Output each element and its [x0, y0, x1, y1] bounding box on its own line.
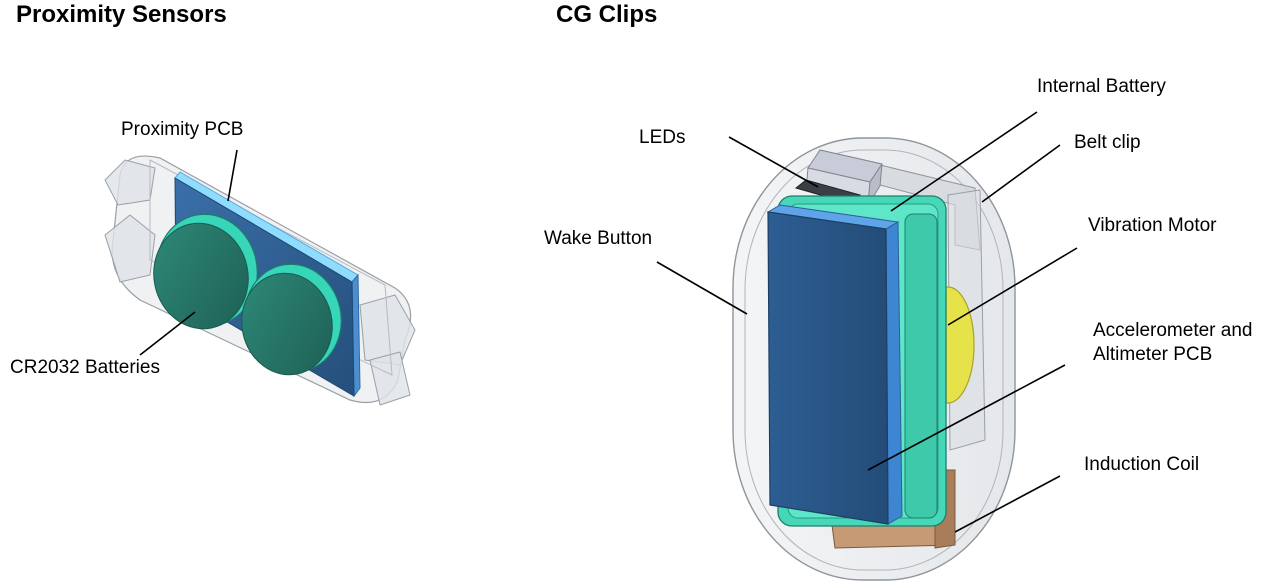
- leader-internal-battery: [890, 111, 1038, 212]
- proximity-sensor-assembly: [104, 149, 416, 406]
- leader-vibration-motor: [947, 247, 1078, 326]
- label-induction-coil: Induction Coil: [1084, 454, 1200, 475]
- cg-clips-title: CG Clips: [556, 1, 658, 28]
- leader-leds: [728, 136, 819, 188]
- label-vibration-motor: Vibration Motor: [1088, 215, 1217, 236]
- label-leds: LEDs: [639, 127, 686, 148]
- label-cr2032-batteries: CR2032 Batteries: [10, 357, 160, 378]
- label-accelerometer-line-2: Altimeter PCB: [1093, 344, 1213, 365]
- proximity-sensors-title: Proximity Sensors: [16, 1, 227, 28]
- label-accelerometer-line-1: Accelerometer and: [1093, 320, 1253, 341]
- leader-wake-button: [656, 261, 748, 315]
- label-belt-clip: Belt clip: [1074, 132, 1141, 153]
- cr2032-battery-1: [153, 213, 258, 330]
- cr2032-battery-2: [241, 263, 342, 376]
- label-proximity-pcb: Proximity PCB: [121, 119, 244, 140]
- leader-proximity-pcb: [227, 149, 238, 202]
- leader-belt-clip: [981, 144, 1061, 203]
- cg-clip-assembly: [656, 111, 1078, 581]
- label-wake-button: Wake Button: [544, 228, 653, 249]
- leader-induction-coil: [954, 475, 1061, 533]
- leader-cr2032-batteries: [139, 311, 196, 356]
- label-internal-battery: Internal Battery: [1037, 76, 1166, 97]
- accelerometer-altimeter-pcb: [766, 204, 903, 525]
- leader-accelerometer-pcb: [867, 364, 1066, 471]
